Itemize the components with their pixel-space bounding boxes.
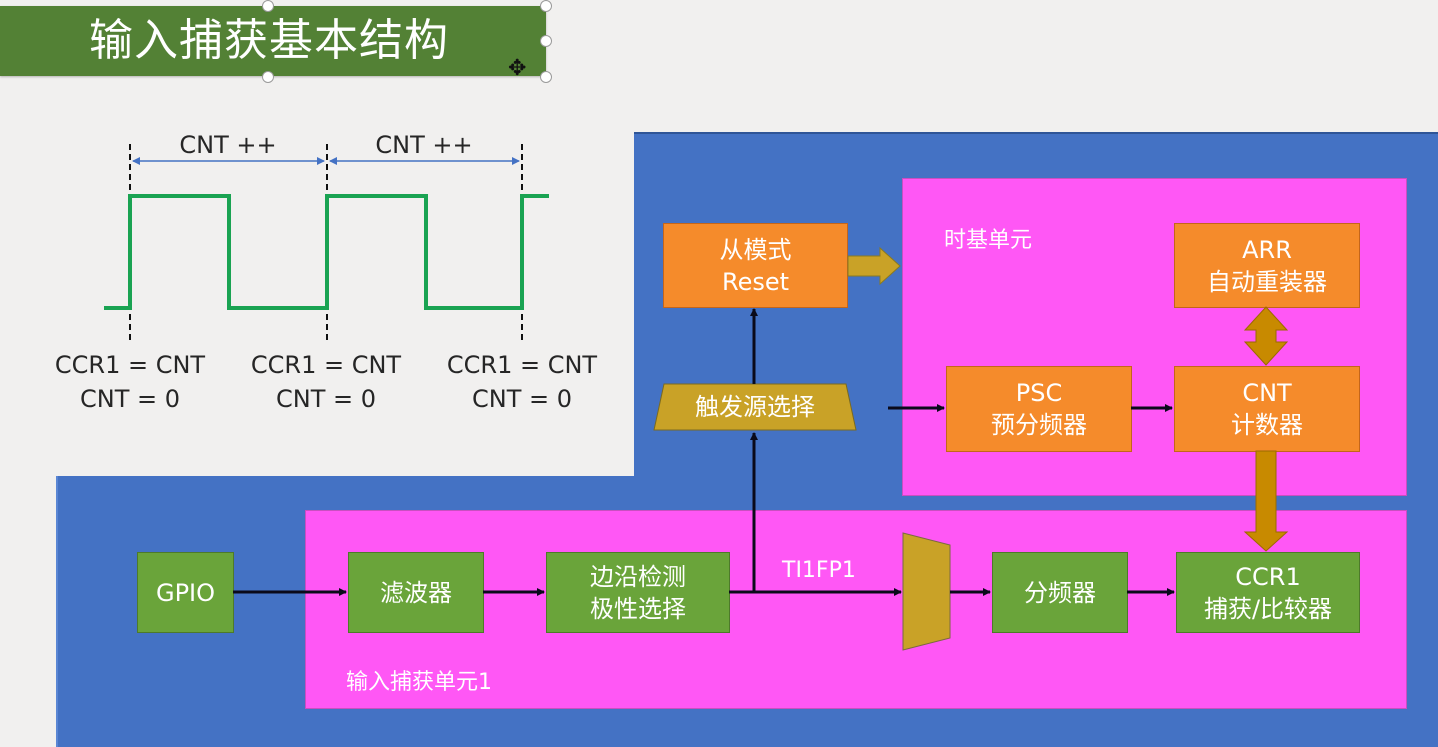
filter-block[interactable]: 滤波器 bbox=[348, 552, 484, 633]
event-1-line2: CNT = 0 bbox=[79, 385, 180, 413]
psc-block[interactable]: PSC 预分频器 bbox=[946, 366, 1132, 452]
ccr1-block[interactable]: CCR1 捕获/比较器 bbox=[1176, 552, 1360, 633]
input-mux bbox=[902, 532, 951, 651]
gpio-block[interactable]: GPIO bbox=[137, 552, 234, 633]
edge-detect-line2: 极性选择 bbox=[590, 594, 686, 623]
move-cursor-icon: ✥ bbox=[508, 56, 527, 81]
ccr1-line1: CCR1 bbox=[1235, 562, 1301, 591]
event-2-line2: CNT = 0 bbox=[275, 385, 376, 413]
psc-line2: 预分频器 bbox=[991, 411, 1087, 439]
trigger-select-label: 触发源选择 bbox=[695, 393, 815, 421]
arr-line2: 自动重装器 bbox=[1207, 267, 1327, 296]
resize-handle-right[interactable] bbox=[540, 35, 552, 47]
prescaler-label: 分频器 bbox=[1024, 578, 1096, 607]
edge-detect-block[interactable]: 边沿检测 极性选择 bbox=[546, 552, 730, 633]
cnt-line2: 计数器 bbox=[1231, 411, 1303, 439]
slide-title[interactable]: 输入捕获基本结构 bbox=[0, 6, 546, 76]
psc-line1: PSC bbox=[1015, 379, 1063, 407]
ccr1-line2: 捕获/比较器 bbox=[1203, 594, 1333, 623]
slave-mode-block[interactable]: 从模式 Reset bbox=[663, 223, 848, 308]
event-label-2: CCR1 = CNT CNT = 0 bbox=[236, 348, 416, 416]
filter-label: 滤波器 bbox=[380, 578, 452, 607]
resize-handle-bottom[interactable] bbox=[262, 71, 274, 83]
event-label-1: CCR1 = CNT CNT = 0 bbox=[40, 348, 220, 416]
arr-cnt-bus-arrow bbox=[1243, 306, 1289, 366]
square-wave-signal bbox=[104, 194, 549, 310]
event-label-3: CCR1 = CNT CNT = 0 bbox=[432, 348, 612, 416]
interval-label-2: CNT ++ bbox=[375, 131, 473, 159]
ti1fp1-label: TI1FP1 bbox=[782, 558, 856, 583]
event-1-line1: CCR1 = CNT bbox=[54, 351, 206, 379]
resize-handle-top[interactable] bbox=[262, 0, 274, 12]
arr-block[interactable]: ARR 自动重装器 bbox=[1174, 223, 1360, 308]
event-3-line1: CCR1 = CNT bbox=[446, 351, 598, 379]
cnt-line1: CNT bbox=[1242, 379, 1292, 407]
edge-detect-line1: 边沿检测 bbox=[590, 562, 686, 591]
interval-label-1: CNT ++ bbox=[179, 131, 277, 159]
resize-handle-bottom-right[interactable] bbox=[540, 71, 552, 83]
reset-arrow bbox=[847, 246, 901, 286]
input-capture-label: 输入捕获单元1 bbox=[346, 670, 492, 695]
timebase-unit-label: 时基单元 bbox=[944, 228, 1033, 253]
arr-line1: ARR bbox=[1242, 235, 1292, 264]
slave-mode-line1: 从模式 bbox=[719, 235, 792, 264]
gpio-label: GPIO bbox=[155, 578, 216, 607]
trigger-select-block bbox=[653, 383, 857, 431]
event-3-line2: CNT = 0 bbox=[471, 385, 572, 413]
slave-mode-line2: Reset bbox=[721, 267, 790, 296]
event-2-line1: CCR1 = CNT bbox=[250, 351, 402, 379]
slide-title-text: 输入捕获基本结构 bbox=[89, 15, 449, 66]
resize-handle-top-right[interactable] bbox=[540, 0, 552, 12]
cnt-ccr1-bus-arrow bbox=[1243, 450, 1289, 552]
